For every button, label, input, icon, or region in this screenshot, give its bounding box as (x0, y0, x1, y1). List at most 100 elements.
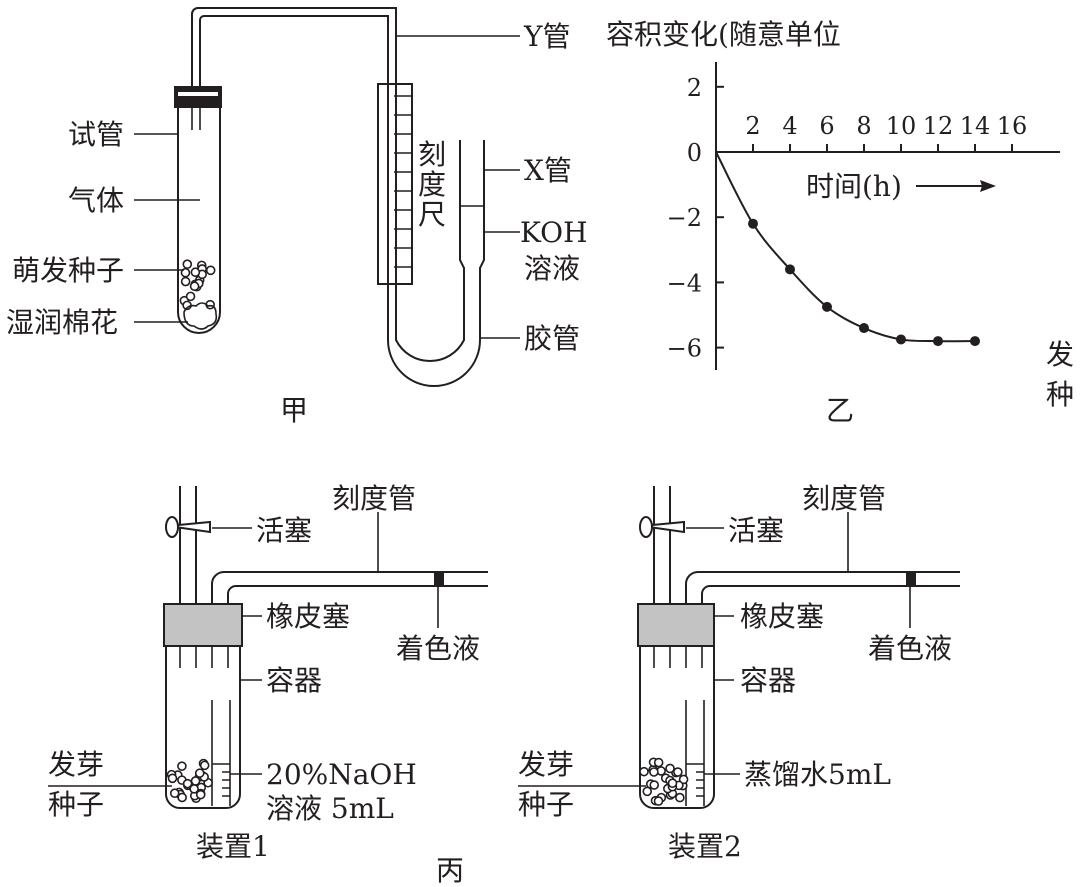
seed (177, 761, 187, 771)
d2-label-colored-liquid: 着色液 (868, 632, 952, 665)
d1-tube-stubs (179, 646, 229, 668)
x-tick-label: 6 (819, 112, 834, 140)
x-tick-label: 16 (997, 112, 1028, 140)
ruler-ticks (394, 95, 412, 268)
seed (653, 757, 664, 768)
d2-stopper (637, 603, 715, 647)
cotton-ball (183, 302, 218, 330)
d1-label-valve: 活塞 (256, 514, 312, 547)
d1-label-colored-liquid: 着色液 (396, 632, 480, 665)
d2-container (639, 646, 715, 809)
seed (185, 291, 196, 302)
seeds-in-tube (179, 259, 216, 311)
seed (199, 760, 210, 771)
seed (667, 778, 678, 788)
seed (167, 773, 178, 784)
d2-label-solution: 蒸馏水5mL (744, 758, 891, 791)
d2-valve-icon (641, 520, 685, 534)
rubber-u-tube (387, 316, 481, 387)
y-tube-inner (199, 15, 389, 316)
caption-jia: 甲 (280, 394, 308, 427)
data-point (748, 218, 758, 229)
label-cotton: 湿润棉花 (6, 306, 118, 339)
d1-seeds (166, 758, 213, 803)
label-gas: 气体 (68, 184, 124, 217)
seed (639, 766, 649, 777)
label-rubber-tube: 胶管 (524, 322, 580, 355)
caption-bing: 丙 (436, 854, 464, 887)
d2-scale-tube (685, 571, 960, 606)
device-2: 活塞 刻度管 橡皮塞 着色液 容器 发芽 种子 蒸馏水5mL 装置2 (518, 482, 960, 863)
y-tick-label: 2 (687, 74, 702, 102)
data-point (970, 336, 980, 347)
test-tube (177, 108, 221, 334)
scale-ruler (377, 83, 413, 285)
d1-label-container: 容器 (266, 664, 322, 697)
label-scale-char-2: 度 (418, 168, 446, 201)
rubber-u-tube-inner (395, 316, 465, 362)
d2-label-container: 容器 (740, 664, 796, 697)
seed (649, 767, 659, 777)
label-scale-char-3: 尺 (418, 198, 446, 231)
d1-label-scale-tube: 刻度管 (332, 482, 416, 515)
d2-colored-liquid (906, 573, 916, 585)
label-test-tube: 试管 (68, 118, 124, 151)
data-point (933, 336, 943, 347)
label-koh-1: KOH (520, 216, 588, 249)
label-scale-char-1: 刻 (418, 138, 446, 171)
seed (195, 789, 206, 800)
d1-label-seeds-2: 种子 (48, 788, 104, 821)
d2-vial-level (686, 763, 704, 797)
series-points (748, 218, 980, 347)
d1-valve-tube (179, 486, 197, 606)
stopper-ring (178, 92, 218, 96)
seed (190, 267, 201, 278)
seed (180, 276, 191, 287)
seed (190, 776, 201, 786)
chart-xlabel: 时间(h) (806, 170, 902, 203)
d1-caption: 装置1 (196, 830, 270, 863)
figure-jia: 试管 气体 萌发种子 湿润棉花 Y管 刻 度 尺 X管 KOH 溶液 胶管 甲 (6, 7, 588, 427)
d1-label-solution-2: 溶液 5mL (266, 792, 394, 825)
seed (182, 259, 193, 270)
cut-text-2: 种 (1046, 378, 1074, 411)
d1-label-solution-1: 20%NaOH (266, 758, 417, 791)
inner-tube (191, 108, 201, 130)
x-tick-label: 12 (923, 112, 954, 140)
time-arrow-head (980, 180, 996, 192)
seed (665, 763, 675, 774)
caption-yi: 乙 (826, 394, 854, 427)
x-tick-label: 14 (960, 112, 991, 140)
d2-valve-knob (639, 516, 653, 538)
d2-seeds (639, 757, 689, 806)
x-tick-label: 10 (886, 112, 917, 140)
d1-valve-knob (165, 516, 179, 538)
d2-label-scale-tube: 刻度管 (802, 482, 886, 515)
seed (194, 768, 205, 778)
d2-caption: 装置2 (668, 830, 742, 863)
d1-colored-liquid (434, 573, 444, 585)
d1-scale-tube (211, 571, 488, 606)
seed (673, 767, 683, 777)
x-tick-label: 2 (745, 112, 760, 140)
data-point (822, 301, 832, 312)
d1-container (165, 646, 241, 809)
seed (177, 792, 187, 803)
y-tick-label: −2 (667, 204, 702, 232)
d1-inner-vial (211, 700, 231, 806)
label-y-tube: Y管 (523, 20, 571, 53)
seed (205, 265, 216, 276)
y-tick-label: 0 (687, 139, 702, 167)
x-tick-label: 8 (856, 112, 871, 140)
d1-label-stopper: 橡皮塞 (266, 600, 350, 633)
cut-text-1: 发 (1046, 338, 1074, 371)
seed (675, 792, 685, 803)
chart-ylabel: 容积变化(随意单位 (606, 18, 841, 51)
seed (189, 281, 200, 292)
d1-label-seeds-1: 发芽 (48, 748, 104, 781)
data-point (859, 323, 869, 334)
label-seeds: 萌发种子 (12, 254, 124, 287)
